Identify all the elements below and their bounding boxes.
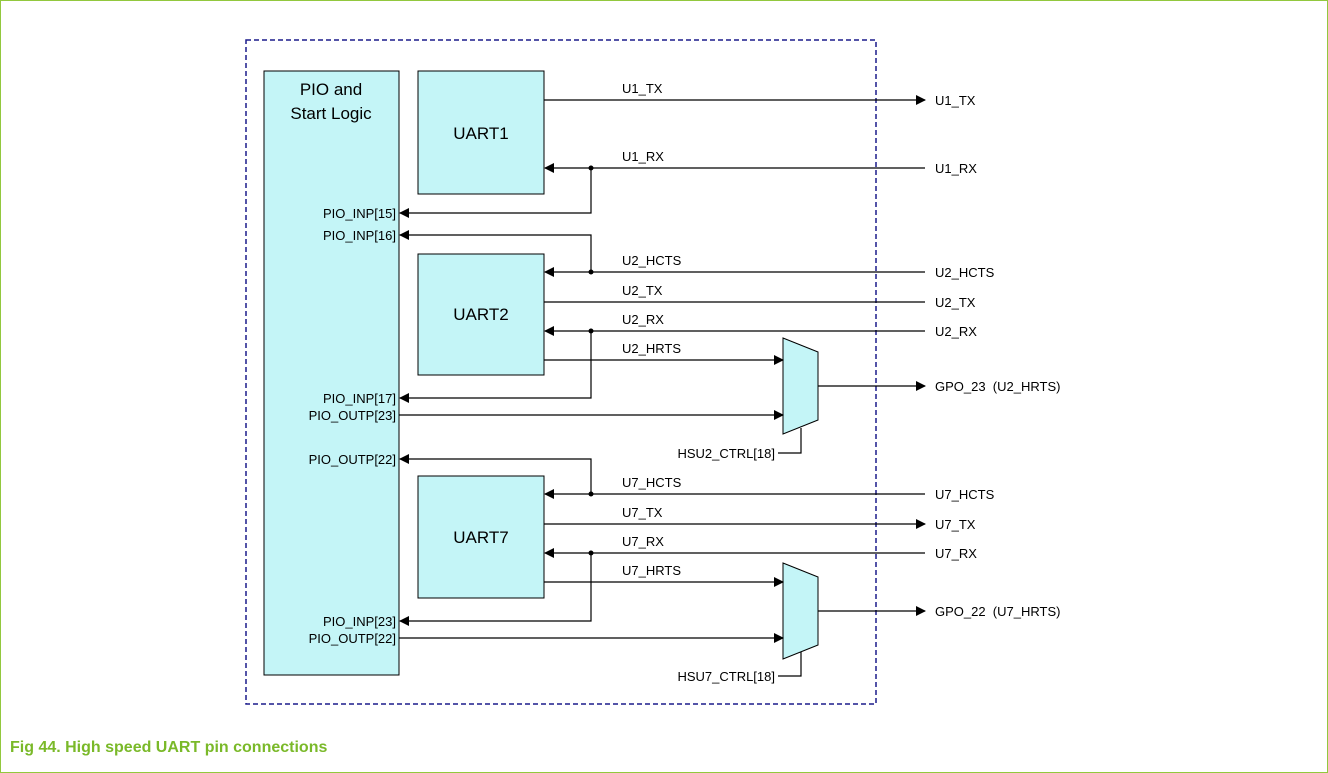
uart2-label: UART2 — [453, 305, 508, 324]
pin-u7-tx: U7_TX — [935, 517, 976, 532]
pio-start-logic-block — [263, 70, 400, 676]
pin-gpo22: GPO_22 (U7_HRTS) — [935, 604, 1060, 619]
u1-rx-wire-label: U1_RX — [622, 149, 664, 164]
pin-u7-rx: U7_RX — [935, 546, 977, 561]
pio-inp16-wire — [399, 230, 592, 272]
junction-dot — [588, 165, 594, 171]
pio-outp23-label: PIO_OUTP[23] — [309, 408, 396, 423]
u7-hcts-wire-label: U7_HCTS — [622, 475, 682, 490]
u2-hcts-wire-label: U2_HCTS — [622, 253, 682, 268]
pio-inp15-label: PIO_INP[15] — [323, 206, 396, 221]
pin-u2-hcts: U2_HCTS — [935, 265, 995, 280]
hsu2-ctrl-label: HSU2_CTRL[18] — [677, 446, 775, 461]
u2-tx-wire-label: U2_TX — [622, 283, 663, 298]
u2-rx-wire-label: U2_RX — [622, 312, 664, 327]
junction-dot — [588, 491, 594, 497]
uart7-block — [417, 475, 545, 599]
pio-outp22-top-wire — [399, 454, 592, 494]
hsu7-ctrl-label: HSU7_CTRL[18] — [677, 669, 775, 684]
uart2-block — [417, 253, 545, 376]
pin-u2-tx: U2_TX — [935, 295, 976, 310]
junction-dot — [588, 328, 594, 334]
pin-gpo23: GPO_23 (U2_HRTS) — [935, 379, 1060, 394]
pio-inp16-label: PIO_INP[16] — [323, 228, 396, 243]
uart1-block — [417, 70, 545, 195]
junction-dot — [588, 269, 594, 275]
junction-dot — [588, 550, 594, 556]
pio-title-line1: PIO and — [300, 80, 362, 99]
uart1-label: UART1 — [453, 124, 508, 143]
u7-rx-wire-label: U7_RX — [622, 534, 664, 549]
pio-inp15-wire — [399, 168, 592, 218]
pio-title-line2: Start Logic — [290, 104, 372, 123]
chip-boundary — [245, 39, 877, 705]
mux-uart7 — [782, 562, 819, 660]
figure-caption: Fig 44. High speed UART pin connections — [10, 739, 328, 756]
pin-u7-hcts: U7_HCTS — [935, 487, 995, 502]
hsu7-ctrl-wire — [778, 652, 802, 677]
pio-inp17-wire — [399, 331, 592, 403]
pio-outp22-bottom-label: PIO_OUTP[22] — [309, 631, 396, 646]
pin-u2-rx: U2_RX — [935, 324, 977, 339]
hsu2-ctrl-wire — [778, 428, 802, 454]
pio-outp22-top-label: PIO_OUTP[22] — [309, 452, 396, 467]
pin-u1-tx: U1_TX — [935, 93, 976, 108]
pio-inp17-label: PIO_INP[17] — [323, 391, 396, 406]
u2-hrts-wire-label: U2_HRTS — [622, 341, 681, 356]
pio-inp23-label: PIO_INP[23] — [323, 614, 396, 629]
u1-tx-wire-label: U1_TX — [622, 81, 663, 96]
uart7-label: UART7 — [453, 528, 508, 547]
u7-tx-wire-label: U7_TX — [622, 505, 663, 520]
mux-uart2 — [782, 337, 819, 435]
pin-u1-rx: U1_RX — [935, 161, 977, 176]
pio-inp23-wire — [399, 553, 592, 626]
u7-hrts-wire-label: U7_HRTS — [622, 563, 681, 578]
